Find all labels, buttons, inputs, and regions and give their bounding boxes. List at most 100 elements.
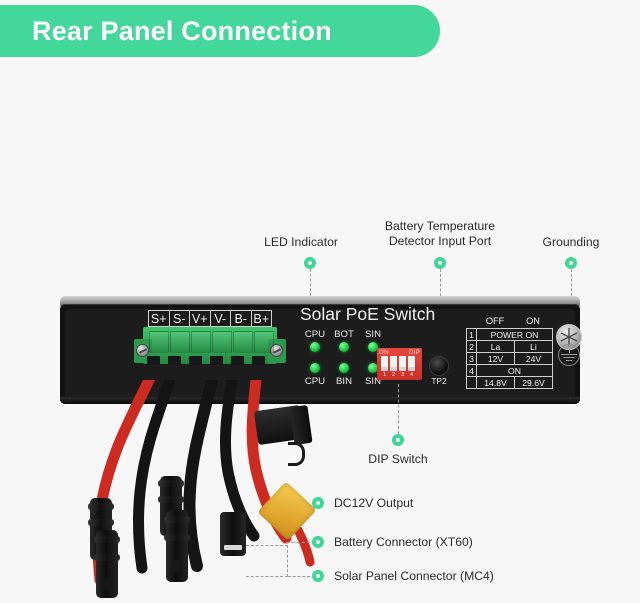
leader-bracket-solar-connectors	[246, 545, 288, 577]
spec-header-on: ON	[526, 316, 540, 326]
spec-row2-index: 2	[466, 340, 477, 353]
spec-row3-index: 3	[466, 352, 477, 365]
spec-row5-off: 14.8V	[476, 376, 515, 389]
dip-number-3: 3	[400, 372, 405, 378]
terminal-label-b-plus: B+	[250, 310, 272, 327]
led-indicator-group: CPU BOT SIN CPU BIN SIN	[303, 329, 385, 387]
wire-ferrule	[168, 356, 181, 365]
page-title-banner: Rear Panel Connection	[0, 5, 440, 57]
dip-number-1: 1	[382, 372, 387, 378]
led-bot	[339, 342, 349, 352]
spec-table: 1 POWER ON 2 La Li 3 12V 24V 4 ON 14.8V …	[466, 328, 553, 389]
wire-ferrule	[252, 356, 265, 365]
battery-temperature-port-tp2[interactable]: TP2	[429, 356, 449, 386]
terminal-slots	[149, 331, 275, 353]
screw-terminal-block	[134, 327, 286, 365]
mc4-connector-solar-lower	[94, 530, 120, 598]
callout-battery-temp-port: Battery Temperature Detector Input Port	[384, 219, 496, 248]
terminal-slot	[254, 331, 274, 353]
marker-solar-panel-connector	[312, 570, 324, 582]
led-label-sin-bottom: SIN	[365, 376, 381, 387]
device-top-edge	[60, 296, 580, 306]
tp2-port-hole	[429, 356, 449, 376]
led-label-bin: BIN	[336, 376, 352, 387]
wire-ferrule	[189, 356, 202, 365]
led-label-sin-top: SIN	[365, 329, 381, 340]
terminal-slot	[170, 331, 190, 353]
tp2-label: TP2	[431, 376, 447, 386]
table-row: 4 ON	[466, 364, 553, 377]
device-silkscreen-title: Solar PoE Switch	[300, 304, 436, 324]
spec-row2-on: Li	[514, 340, 553, 353]
marker-grounding	[565, 257, 577, 269]
spec-row1-index: 1	[466, 328, 477, 341]
spec-row4-index: 4	[466, 364, 477, 377]
spec-row1-value: POWER ON	[476, 328, 553, 341]
spec-row2-off: La	[476, 340, 515, 353]
terminal-label-s-minus: S-	[168, 310, 190, 327]
marker-led-indicator	[304, 257, 316, 269]
led-bin	[339, 363, 349, 373]
callout-dip-switch: DIP Switch	[368, 452, 428, 466]
terminal-label-v-plus: V+	[189, 310, 211, 327]
mc4-connector-solar-upper	[164, 510, 190, 582]
spec-row4-value: ON	[476, 364, 553, 377]
dc-plug-contacts	[224, 545, 242, 550]
terminal-screw-left	[136, 344, 149, 357]
terminal-label-row: S+ S- V+ V- B- B+	[148, 310, 272, 327]
wire-ferrule	[210, 356, 223, 365]
leader-dip-switch	[398, 384, 399, 434]
dip-switch-1[interactable]	[381, 356, 388, 371]
cable-red-fuse-to-xt60	[293, 525, 315, 567]
spec-row3-on: 24V	[514, 352, 553, 365]
earth-ground-icon	[558, 344, 580, 368]
cable-black-dc-output	[183, 380, 218, 572]
terminal-slot	[149, 331, 169, 353]
cable-black-solar-negative	[133, 380, 176, 574]
dip-switch-block[interactable]: ON DIP 1 2 3 4	[377, 348, 422, 380]
led-sin-top	[368, 342, 378, 352]
callout-dc12v-output: DC12V Output	[334, 496, 414, 510]
dip-label-dip: DIP	[408, 349, 420, 356]
dip-switch-2[interactable]	[390, 356, 397, 371]
table-row: 1 POWER ON	[466, 328, 553, 341]
grounding-screw-cross-icon	[560, 328, 578, 346]
dc12v-output-plug	[220, 512, 246, 556]
terminal-slot	[212, 331, 232, 353]
terminal-label-v-minus: V-	[209, 310, 231, 327]
dip-number-4: 4	[409, 372, 414, 378]
marker-battery-connector	[312, 536, 324, 548]
fuse-holder-clip	[288, 442, 305, 466]
led-label-cpu-top: CPU	[304, 329, 326, 340]
table-row: 14.8V 29.6V	[466, 376, 553, 389]
terminal-screw-right	[270, 344, 283, 357]
spec-header-off: OFF	[485, 316, 505, 326]
leader-battery-connector	[286, 542, 310, 543]
page-title: Rear Panel Connection	[32, 15, 332, 46]
callout-grounding: Grounding	[542, 235, 600, 249]
dip-switch-3[interactable]	[399, 356, 406, 371]
dip-number-2: 2	[391, 372, 396, 378]
solar-poe-switch-device: S+ S- V+ V- B- B+	[60, 296, 580, 404]
terminal-right-plate	[268, 339, 286, 363]
led-label-cpu-bottom: CPU	[304, 376, 326, 387]
table-row: 3 12V 24V	[466, 352, 553, 365]
leader-solar-connector	[288, 576, 310, 577]
wire-ferrule	[147, 356, 160, 365]
leader-led-indicator	[310, 269, 311, 315]
spec-row3-off: 12V	[476, 352, 515, 365]
led-cpu-bottom	[310, 363, 320, 373]
led-label-bot: BOT	[334, 329, 354, 340]
led-cpu-top	[310, 342, 320, 352]
callout-solar-panel-connector: Solar Panel Connector (MC4)	[334, 569, 494, 583]
wire-ferrule	[231, 356, 244, 365]
cable-harness	[60, 380, 420, 603]
dip-switch-4[interactable]	[408, 356, 415, 371]
dip-spec-table: OFF ON 1 POWER ON 2 La Li 3 12V 24V 4 ON	[466, 316, 553, 389]
terminal-label-s-plus: S+	[148, 310, 170, 327]
marker-dc12v-output	[312, 497, 324, 509]
dip-label-on: ON	[379, 349, 389, 356]
terminal-label-b-minus: B-	[230, 310, 252, 327]
marker-dip-switch	[392, 434, 404, 446]
